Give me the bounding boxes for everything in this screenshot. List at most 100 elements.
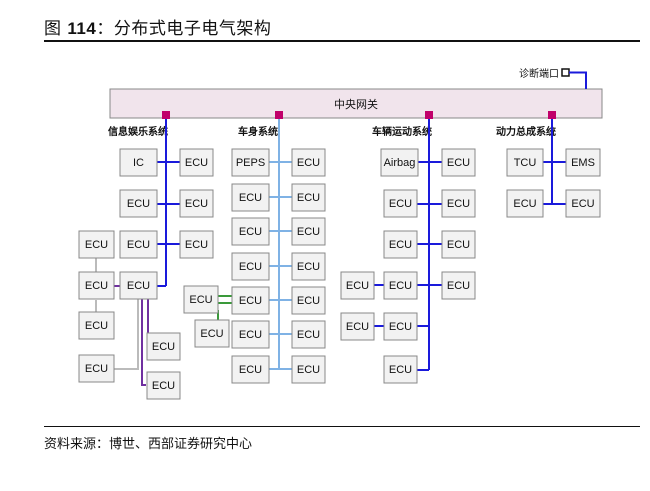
svg-text:ECU: ECU (297, 329, 320, 341)
node-ecu: ECU (506, 189, 544, 218)
connector-body (275, 111, 283, 119)
svg-text:ECU: ECU (85, 239, 108, 251)
svg-text:ECU: ECU (389, 321, 412, 333)
diag-port-icon (561, 68, 570, 77)
svg-text:ECU: ECU (152, 341, 175, 353)
node-ecu: ECU (119, 189, 158, 218)
chassis-bus (374, 118, 442, 371)
node-ecu: ECU (291, 252, 326, 281)
svg-text:ECU: ECU (297, 226, 320, 238)
node-ecu: ECU (231, 286, 270, 315)
node-ecu: ECU (441, 271, 476, 300)
svg-text:ECU: ECU (389, 280, 412, 292)
node-ecu: ECU (179, 189, 214, 218)
svg-text:ECU: ECU (297, 261, 320, 273)
svg-text:ECU: ECU (346, 280, 369, 292)
svg-text:Airbag: Airbag (384, 157, 416, 169)
node-ecu: ECU (383, 312, 418, 341)
top-rule (44, 40, 640, 42)
figure-number: 114 (67, 19, 97, 38)
svg-text:ECU: ECU (85, 280, 108, 292)
node-ecu: ECU (291, 286, 326, 315)
svg-text:ECU: ECU (185, 198, 208, 210)
infotainment-gray-bus (95, 258, 139, 370)
node-ecu: ECU (291, 320, 326, 349)
node-airbag: Airbag (380, 148, 419, 177)
source-note: 资料来源：博世、西部证券研究中心 (44, 437, 253, 452)
node-ecu: ECU (565, 189, 601, 218)
svg-text:ECU: ECU (389, 198, 412, 210)
node-tcu: TCU (506, 148, 544, 177)
svg-text:ECU: ECU (447, 198, 470, 210)
svg-text:ECU: ECU (239, 329, 262, 341)
svg-text:ECU: ECU (447, 157, 470, 169)
node-ecu: ECU (78, 354, 115, 383)
svg-text:ECU: ECU (297, 192, 320, 204)
svg-text:ECU: ECU (389, 364, 412, 376)
svg-text:ECU: ECU (152, 380, 175, 392)
svg-text:ECU: ECU (200, 328, 223, 340)
central-gateway-label: 中央网关 (334, 97, 378, 111)
node-ecu: ECU (119, 271, 158, 300)
svg-text:ECU: ECU (346, 321, 369, 333)
svg-text:ECU: ECU (447, 280, 470, 292)
svg-text:PEPS: PEPS (236, 157, 265, 169)
domain-infotainment-label: 信息娱乐系统 (108, 125, 168, 138)
svg-text:ECU: ECU (185, 239, 208, 251)
svg-text:IC: IC (133, 157, 144, 169)
figure-title-text: ：分布式电子电气架构 (96, 19, 272, 39)
figure-label: 图 (44, 19, 68, 39)
svg-text:ECU: ECU (571, 198, 594, 210)
connector-chassis (425, 111, 433, 119)
node-ecu: ECU (291, 183, 326, 212)
node-ecu: ECU (383, 230, 418, 259)
node-ecu: ECU (146, 371, 181, 400)
infotainment-purple-bus (114, 285, 149, 386)
node-ecu: ECU (441, 230, 476, 259)
svg-text:EMS: EMS (571, 157, 595, 169)
connector-infotainment (162, 111, 170, 119)
node-ecu: ECU (146, 332, 181, 361)
node-ecu: ECU (78, 271, 115, 300)
node-ecu: ECU (231, 320, 270, 349)
svg-text:ECU: ECU (297, 157, 320, 169)
node-ecu: ECU (78, 311, 115, 340)
diag-port-line (569, 71, 587, 89)
svg-text:ECU: ECU (389, 239, 412, 251)
svg-text:TCU: TCU (514, 157, 537, 169)
node-ecu: ECU (383, 271, 418, 300)
node-ecu: ECU (383, 189, 418, 218)
powertrain-bus (541, 118, 566, 205)
domain-powertrain-label: 动力总成系统 (496, 125, 556, 138)
node-ecu: ECU (179, 148, 214, 177)
domain-chassis-label: 车辆运动系统 (372, 125, 432, 138)
node-ecu: ECU (231, 217, 270, 246)
svg-text:ECU: ECU (189, 294, 212, 306)
svg-text:ECU: ECU (239, 226, 262, 238)
svg-text:ECU: ECU (297, 364, 320, 376)
svg-text:ECU: ECU (185, 157, 208, 169)
diag-port-label: 诊断端口 (519, 67, 559, 80)
node-ecu: ECU (441, 189, 476, 218)
node-ecu: ECU (340, 271, 375, 300)
node-ecu: ECU (441, 148, 476, 177)
svg-text:ECU: ECU (239, 364, 262, 376)
node-ic: IC (119, 148, 158, 177)
domain-body-label: 车身系统 (238, 125, 278, 138)
node-ecu: ECU (119, 230, 158, 259)
node-ecu: ECU (291, 217, 326, 246)
svg-text:ECU: ECU (127, 280, 150, 292)
connector-powertrain (548, 111, 556, 119)
node-ecu: ECU (291, 148, 326, 177)
central-gateway-bar (109, 88, 603, 119)
node-ems: EMS (565, 148, 601, 177)
node-ecu: ECU (383, 355, 418, 384)
infotainment-bus (157, 118, 180, 287)
svg-text:ECU: ECU (513, 198, 536, 210)
node-ecu: ECU (183, 285, 219, 314)
node-ecu: ECU (231, 183, 270, 212)
svg-text:ECU: ECU (239, 261, 262, 273)
svg-text:ECU: ECU (447, 239, 470, 251)
svg-text:ECU: ECU (297, 295, 320, 307)
